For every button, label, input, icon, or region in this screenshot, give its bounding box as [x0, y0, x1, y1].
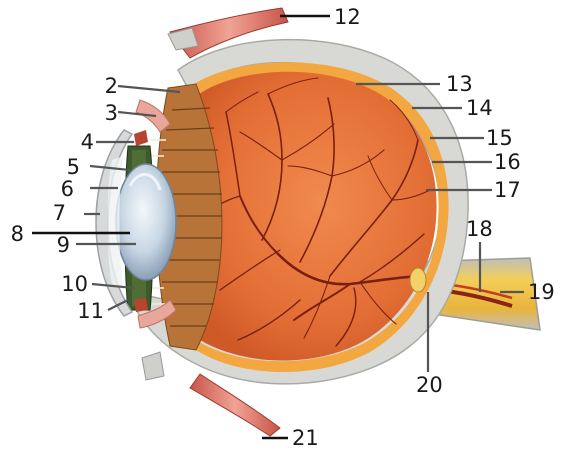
- label-17: 17: [494, 178, 521, 202]
- label-12: 12: [334, 5, 361, 29]
- label-13: 13: [446, 72, 473, 96]
- label-2: 2: [105, 74, 118, 98]
- canal-of-schlemm-upper: [134, 130, 148, 146]
- label-18: 18: [466, 217, 493, 241]
- label-9: 9: [57, 233, 70, 257]
- label-4: 4: [81, 130, 94, 154]
- label-21: 21: [292, 426, 319, 449]
- label-5: 5: [67, 155, 80, 179]
- label-14: 14: [466, 96, 493, 120]
- label-19: 19: [528, 280, 555, 304]
- optic-disc: [410, 268, 426, 292]
- label-8: 8: [11, 222, 24, 246]
- label-11: 11: [77, 299, 104, 323]
- label-3: 3: [105, 101, 118, 125]
- label-6: 6: [61, 177, 74, 201]
- label-10: 10: [61, 272, 88, 296]
- lens: [116, 164, 176, 280]
- canal-of-schlemm-lower: [134, 298, 148, 312]
- label-15: 15: [486, 126, 513, 150]
- muscle-tendon-bottom: [142, 352, 164, 380]
- label-7: 7: [53, 201, 66, 225]
- label-16: 16: [494, 150, 521, 174]
- label-20: 20: [416, 373, 443, 397]
